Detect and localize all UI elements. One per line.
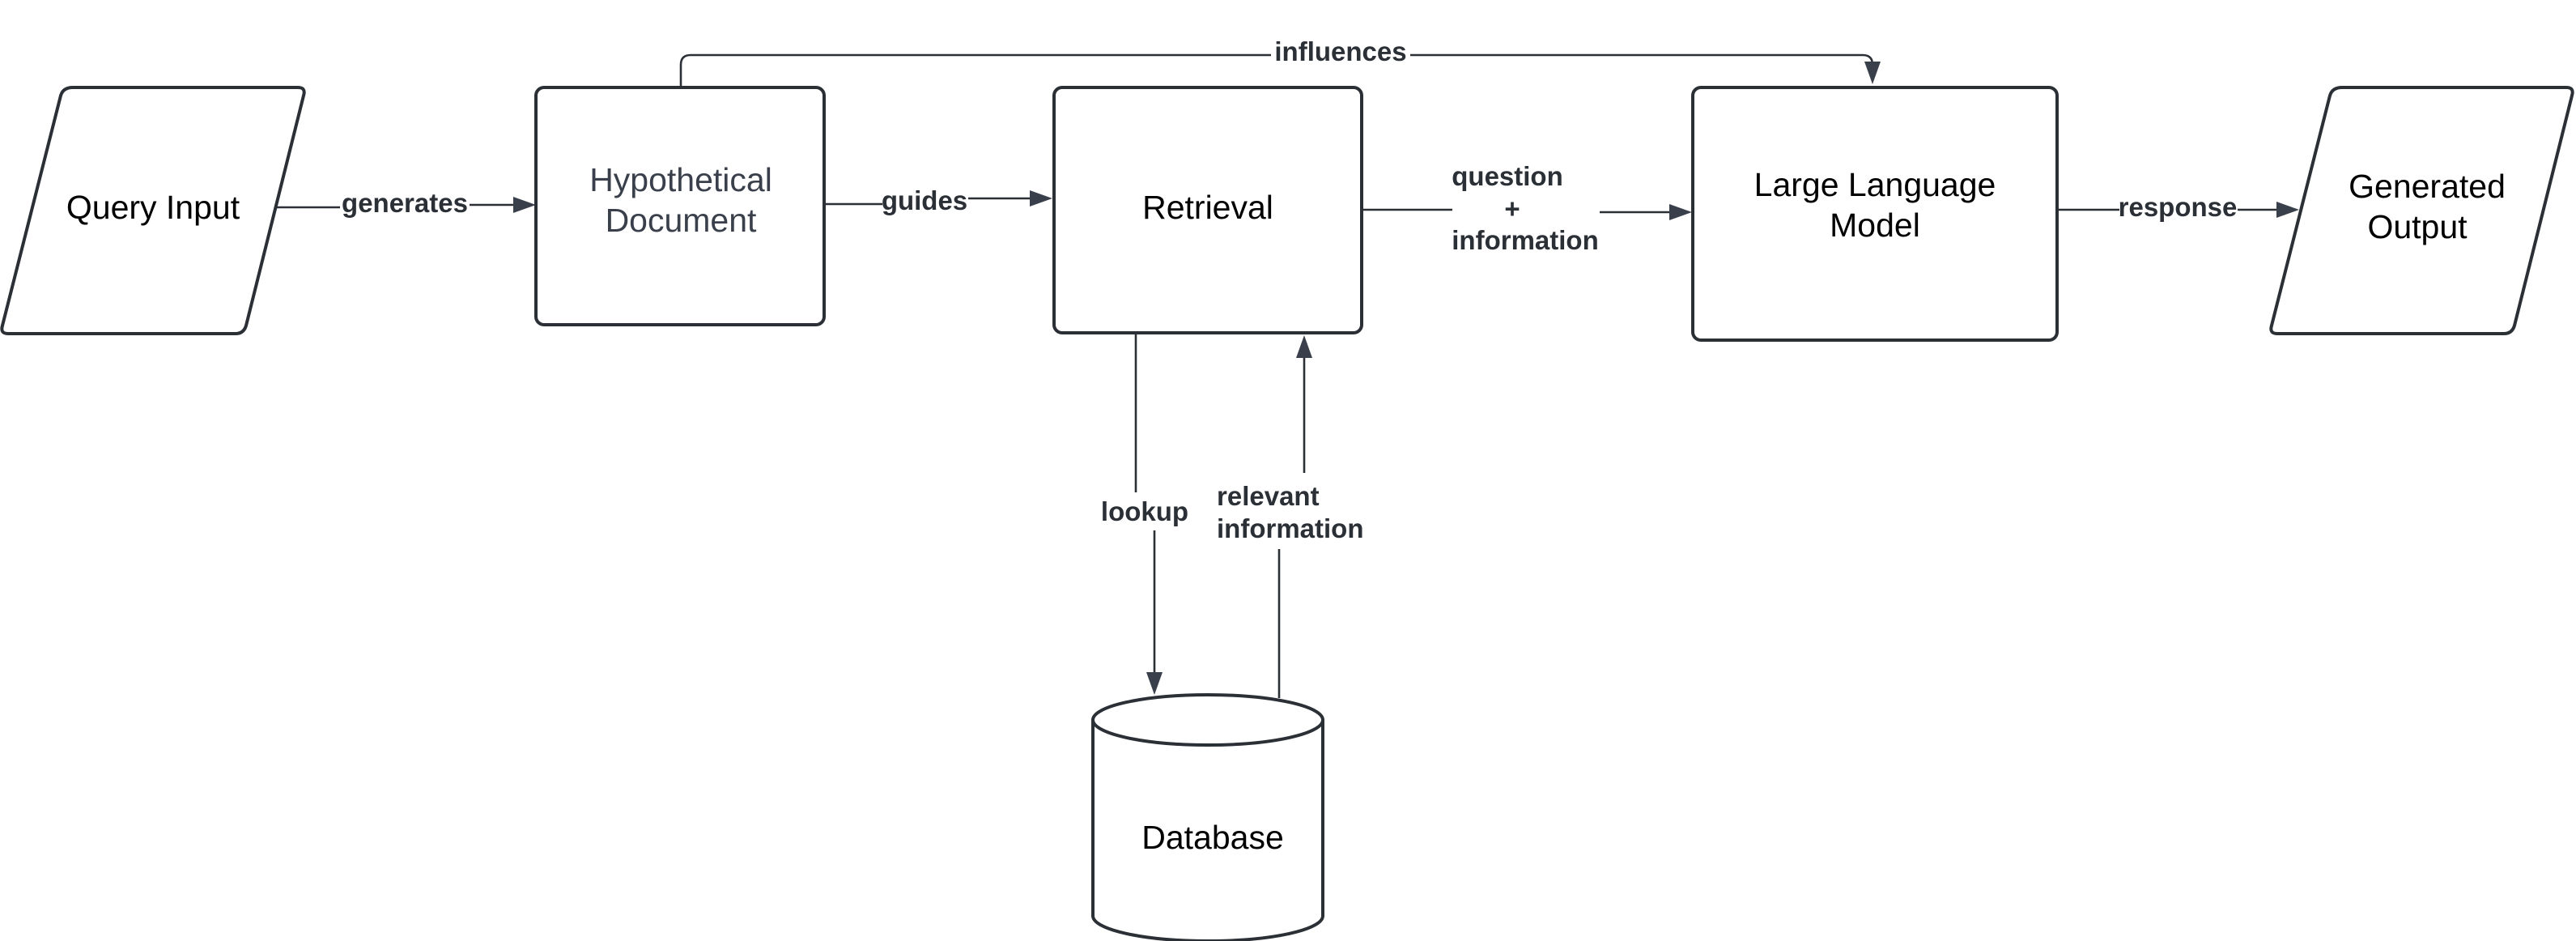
node-retrieval: Retrieval (1052, 86, 1363, 334)
node-label-query-input: Query Input (66, 189, 240, 226)
edge-label-question: question (1452, 161, 1563, 191)
node-query-input: Query Input (0, 86, 306, 335)
node-generated-output: Generated Output (2269, 86, 2574, 335)
node-label-llm-line1: Large Language (1754, 166, 1996, 203)
node-label-generated-output-line2: Output (2367, 208, 2468, 245)
edge-influences: influences (679, 36, 1881, 86)
node-label-retrieval: Retrieval (1142, 189, 1273, 226)
edge-lookup: lookup (1101, 332, 1188, 695)
edge-label-lookup: lookup (1101, 496, 1188, 526)
edge-guides: guides (824, 185, 1052, 215)
node-label-database: Database (1141, 819, 1284, 856)
node-label-hypothetical-document-line2: Document (606, 202, 757, 239)
node-label-llm-line2: Model (1830, 207, 1920, 244)
node-label-hypothetical-document-line1: Hypothetical (589, 161, 772, 198)
edge-response: response (2057, 192, 2299, 222)
edge-question-information: question + information (1362, 161, 1692, 255)
edge-label-relevant: relevant (1217, 481, 1320, 511)
node-database: Database (1091, 693, 1324, 941)
edge-label-generates: generates (342, 188, 468, 218)
edge-label-plus: + (1504, 194, 1520, 224)
node-label-generated-output-line1: Generated (2349, 168, 2506, 205)
node-hypothetical-document: Hypothetical Document (534, 86, 826, 326)
edge-label-relevant-information: information (1217, 513, 1363, 543)
edge-label-influences: influences (1274, 36, 1406, 66)
edge-label-information: information (1452, 225, 1598, 255)
edge-label-guides: guides (882, 185, 967, 215)
node-large-language-model: Large Language Model (1691, 86, 2059, 342)
edge-generates: generates (275, 188, 536, 218)
edge-label-response: response (2119, 192, 2238, 222)
edge-relevant-information: relevant information (1217, 335, 1363, 698)
